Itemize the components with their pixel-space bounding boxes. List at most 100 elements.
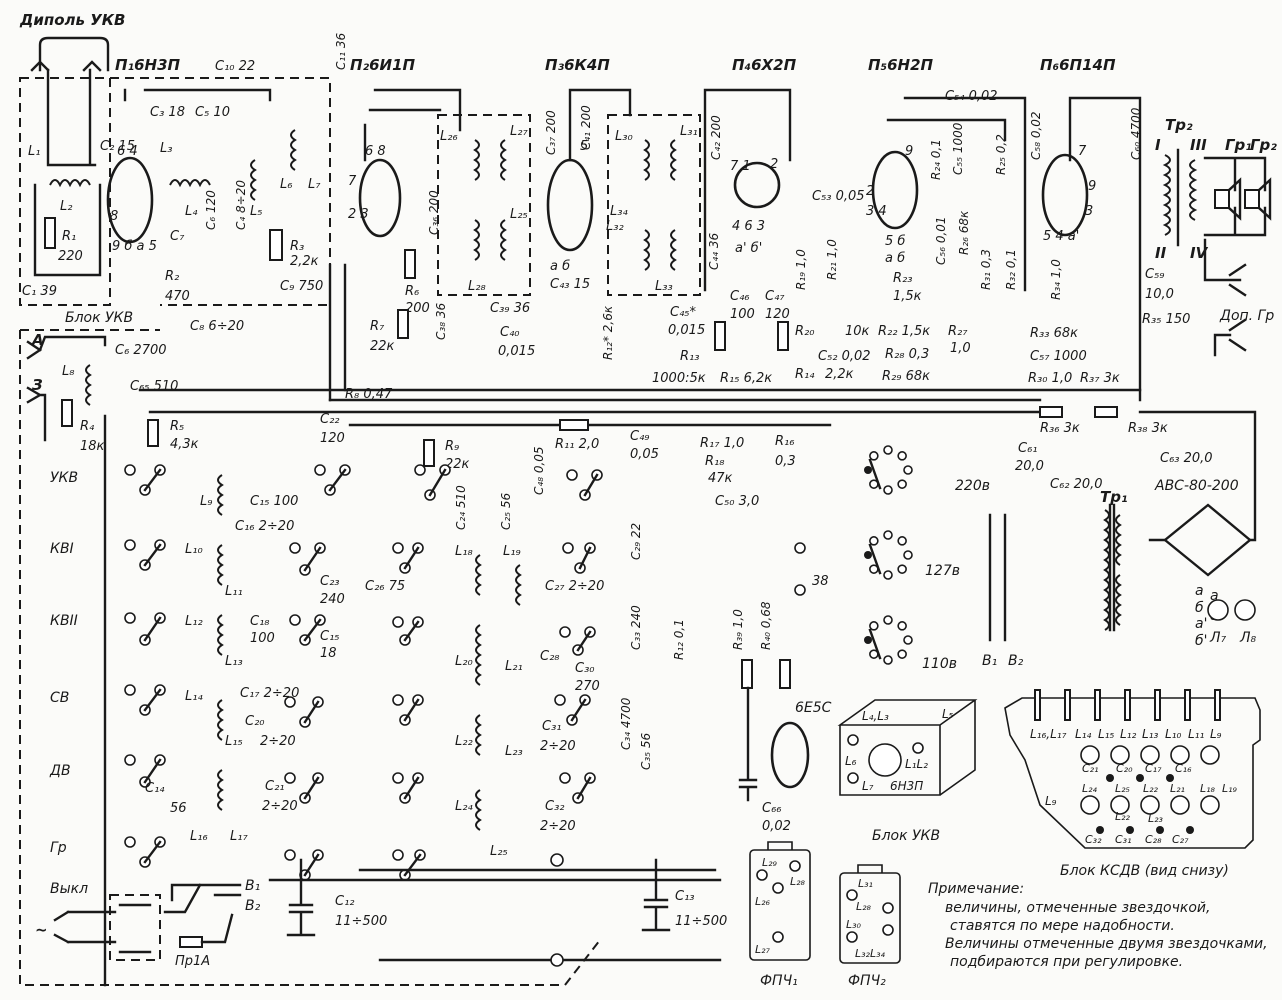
voltage-selector-contact xyxy=(864,466,872,474)
svg-text:C₂₈: C₂₈ xyxy=(1145,833,1162,846)
ksdv-coil-slug xyxy=(1200,745,1220,765)
ksdv-terminal-tab xyxy=(1154,689,1161,721)
svg-text:3: 3 xyxy=(1085,204,1093,219)
resistor-R5 xyxy=(147,419,159,447)
svg-text:9: 9 xyxy=(905,144,913,159)
svg-text:C₂₀: C₂₀ xyxy=(1116,762,1133,775)
switch-contact xyxy=(554,694,566,706)
tr1-label: Тр₁ xyxy=(1100,488,1128,506)
svg-text:L₇: L₇ xyxy=(308,177,321,192)
svg-text:C₁₈: C₁₈ xyxy=(250,614,270,629)
voltage-selector-contact xyxy=(897,621,907,631)
voltage-selector-contact xyxy=(903,465,913,475)
svg-text:L₂₃: L₂₃ xyxy=(1148,812,1164,825)
band-off: Выкл xyxy=(50,881,88,897)
svg-text:L₁₉: L₁₉ xyxy=(503,544,521,559)
switch-contact xyxy=(414,464,426,476)
svg-text:C₅₃ 0,05: C₅₃ 0,05 xyxy=(812,189,865,204)
svg-text:Гр₁: Гр₁ xyxy=(1225,136,1252,154)
ksdv-coil-slug xyxy=(1110,795,1130,815)
svg-text:R₂₁ 1,0: R₂₁ 1,0 xyxy=(825,239,839,280)
svg-text:C₄₈ 0,05: C₄₈ 0,05 xyxy=(532,446,546,495)
band-dv: ДВ xyxy=(49,763,71,779)
svg-text:C₅₆ 0,01: C₅₆ 0,01 xyxy=(934,216,948,265)
svg-text:а': а' xyxy=(1195,616,1207,632)
tr2-label: Тр₂ xyxy=(1165,116,1193,134)
svg-text:R₄₀ 0,68: R₄₀ 0,68 xyxy=(759,601,773,650)
svg-text:R₅: R₅ xyxy=(170,419,184,434)
fpch1-body xyxy=(749,849,811,961)
svg-text:R₃₃ 68к: R₃₃ 68к xyxy=(1030,326,1078,341)
switch-contact xyxy=(392,772,404,784)
switch-contact xyxy=(289,614,301,626)
svg-text:L₂₈: L₂₈ xyxy=(790,875,806,888)
svg-text:10к: 10к xyxy=(845,324,870,339)
switch-wiper xyxy=(576,630,592,652)
switch-contact xyxy=(566,469,578,481)
svg-text:б': б' xyxy=(1195,633,1207,649)
switch-contact xyxy=(392,849,404,861)
switch-contact xyxy=(284,849,296,861)
switch-wiper xyxy=(403,853,422,877)
ksdv-trimmer xyxy=(1156,826,1164,834)
svg-text:L₄,L₃: L₄,L₃ xyxy=(862,709,889,723)
svg-text:R₁₅ 6,2к: R₁₅ 6,2к xyxy=(720,371,772,386)
svg-text:L₁₈: L₁₈ xyxy=(1200,782,1216,795)
svg-text:L₃₀: L₃₀ xyxy=(846,918,862,931)
svg-text:Гр₂: Гр₂ xyxy=(1250,136,1277,154)
svg-text:L₂₃: L₂₃ xyxy=(505,744,523,759)
svg-text:R₃₇ 3к: R₃₇ 3к xyxy=(1080,371,1120,386)
svg-text:C₁₇ 2÷20: C₁₇ 2÷20 xyxy=(240,686,299,701)
svg-text:120: 120 xyxy=(320,431,345,446)
voltage-110: 110в xyxy=(922,656,957,672)
tube-P2-label: П₂6И1П xyxy=(350,56,416,74)
svg-text:R₂₂ 1,5к: R₂₂ 1,5к xyxy=(878,324,930,339)
voltage-selector-contact xyxy=(897,564,907,574)
svg-text:L₇: L₇ xyxy=(862,779,874,793)
svg-text:L₂₅: L₂₅ xyxy=(510,207,528,222)
svg-text:C₁₂: C₁₂ xyxy=(335,894,355,909)
svg-text:C₆₃ 20,0: C₆₃ 20,0 xyxy=(1160,451,1213,466)
switch-wiper xyxy=(428,468,447,497)
dipole-antenna xyxy=(38,36,110,72)
mains-symbol: ~ xyxy=(35,921,48,939)
svg-text:C₈ 6÷20: C₈ 6÷20 xyxy=(190,319,244,334)
svg-text:470: 470 xyxy=(165,289,190,304)
svg-text:а б: а б xyxy=(885,251,905,266)
svg-text:L₃: L₃ xyxy=(160,141,172,156)
svg-text:R₂₀: R₂₀ xyxy=(795,324,815,339)
band-switch-contacts xyxy=(124,464,603,881)
svg-text:6 8: 6 8 xyxy=(365,144,386,159)
resistor-R13 xyxy=(714,321,726,351)
svg-text:C₄₁ 200: C₄₁ 200 xyxy=(579,105,593,150)
switch-wiper xyxy=(578,546,592,570)
svg-text:C₁₇: C₁₇ xyxy=(1145,762,1162,775)
svg-text:L₉: L₉ xyxy=(1045,794,1057,808)
note-line-4: подбираются при регулировке. xyxy=(950,954,1183,970)
switch-wiper xyxy=(143,758,162,784)
svg-text:C₂₄ 510: C₂₄ 510 xyxy=(454,485,468,530)
svg-text:C₂₉ 22: C₂₉ 22 xyxy=(629,523,643,560)
svg-text:C₆ 120: C₆ 120 xyxy=(204,190,218,230)
svg-text:2,2к: 2,2к xyxy=(825,367,854,382)
svg-text:C₄₉: C₄₉ xyxy=(630,429,650,444)
svg-text:R₁₄: R₁₄ xyxy=(795,367,815,382)
svg-text:5 б: 5 б xyxy=(885,234,905,249)
svg-text:L₂₇: L₂₇ xyxy=(510,124,528,139)
svg-text:L₁: L₁ xyxy=(28,144,40,159)
switch-wiper xyxy=(303,853,320,877)
ukv-block-drawing: L₄,L₃ L₅ L₆ L₁L₂ L₇ 6Н3П Блок УКВ xyxy=(837,699,978,844)
svg-text:L₂₄: L₂₄ xyxy=(455,799,473,814)
svg-text:C₃₀: C₃₀ xyxy=(575,661,595,676)
svg-text:C₂₅ 56: C₂₅ 56 xyxy=(499,493,513,530)
svg-text:I: I xyxy=(1155,136,1161,154)
svg-text:R₃₄ 1,0: R₃₄ 1,0 xyxy=(1049,259,1063,300)
svg-text:L₂₀: L₂₀ xyxy=(455,654,473,669)
svg-text:а б: а б xyxy=(550,259,570,274)
voltage-selector-contact xyxy=(883,570,893,580)
tube-6e5c-label: 6Е5С xyxy=(795,700,832,716)
switch-contact xyxy=(124,684,136,696)
svg-text:L₁₂: L₁₂ xyxy=(1120,727,1136,741)
svg-text:L₁L₂: L₁L₂ xyxy=(905,757,928,771)
